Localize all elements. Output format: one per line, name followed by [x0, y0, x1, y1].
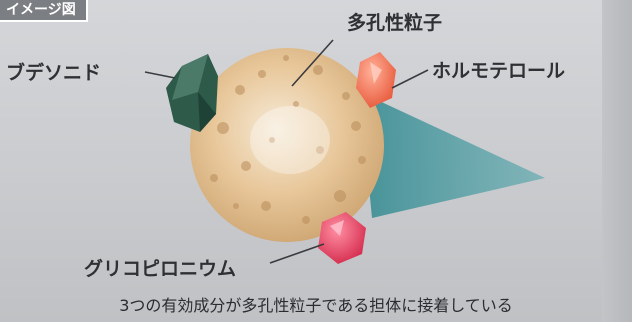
label-glycopyrronium: グリコピロニウム	[84, 258, 237, 280]
label-formoterol: ホルモテロール	[432, 60, 566, 82]
glycopyrronium-crystal	[318, 212, 366, 264]
image-badge: イメージ図	[0, 0, 88, 22]
leader-line-left	[144, 71, 176, 79]
formoterol-crystal	[356, 52, 396, 108]
budesonide-crystal	[166, 54, 218, 132]
teal-beam	[360, 92, 545, 218]
leader-line-right	[391, 69, 429, 89]
leader-line-bottom	[269, 243, 325, 264]
porous-particle	[190, 48, 384, 242]
page-edge-shadow	[602, 0, 632, 322]
label-budesonide: ブデソニド	[6, 62, 102, 84]
diagram-caption: 3つの有効成分が多孔性粒子である担体に接着している	[119, 296, 513, 315]
leader-line-center	[291, 39, 334, 87]
label-porous-particle: 多孔性粒子	[347, 12, 443, 34]
